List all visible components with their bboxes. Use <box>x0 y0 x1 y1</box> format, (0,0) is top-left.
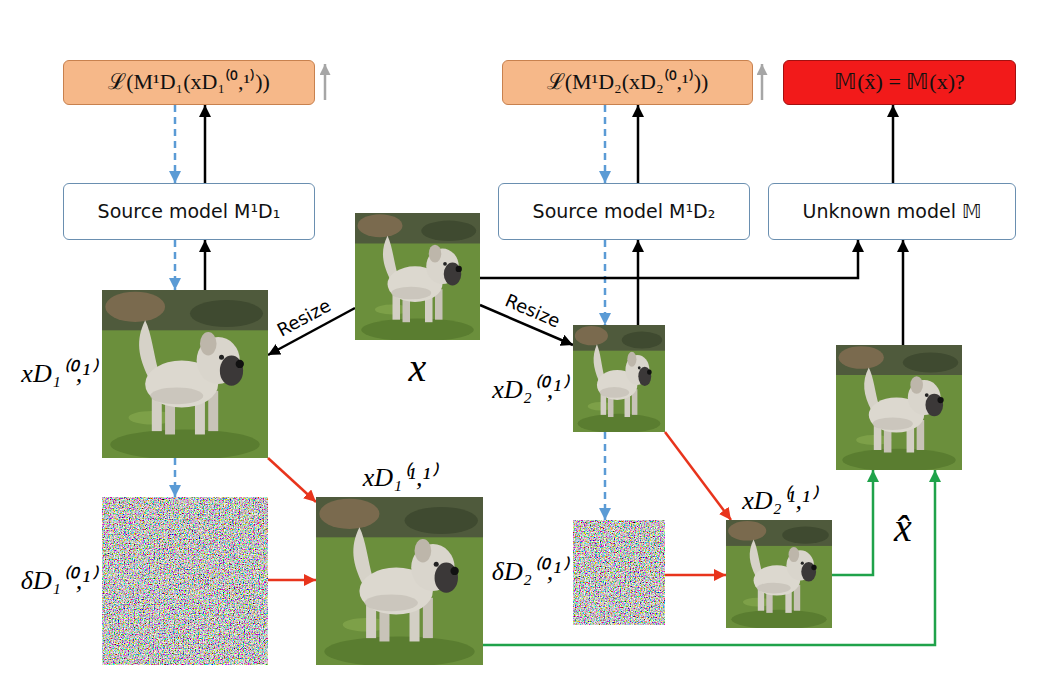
image-label: δD₂⁽⁰,¹⁾ <box>492 558 567 587</box>
model-box: Source model M¹D₂ <box>498 183 750 240</box>
connector <box>604 240 607 325</box>
connector <box>637 105 640 183</box>
connector <box>268 458 316 502</box>
image-label: xD₁⁽⁰,¹⁾ <box>21 360 96 389</box>
loss-box: ℒ(M¹D₂(xD₂⁽⁰,¹⁾)) <box>502 60 753 105</box>
image: x <box>355 213 480 340</box>
noise-pattern <box>573 520 665 625</box>
box-label: ℒ(M¹D₁(xD₁⁽⁰,¹⁾)) <box>108 69 270 95</box>
noise-pattern <box>102 497 268 665</box>
dog-photo <box>836 345 962 470</box>
image-label: δD₁⁽⁰,¹⁾ <box>21 567 96 596</box>
model-box: Unknown model 𝕄 <box>768 183 1016 240</box>
dog-photo <box>573 325 665 432</box>
connector <box>174 458 177 497</box>
connector <box>665 432 731 520</box>
image-label: x <box>409 346 427 390</box>
image-label: xD₂⁽¹,¹⁾ <box>742 487 815 516</box>
check-box: 𝕄(x̂) = 𝕄(x)? <box>783 60 1016 105</box>
connector <box>892 105 895 183</box>
dog-photo <box>836 345 962 470</box>
connector <box>174 240 177 290</box>
image-label: x̂ <box>894 506 912 550</box>
connector <box>268 579 316 582</box>
image-label: xD₁⁽¹,¹⁾ <box>363 464 436 493</box>
image: xD₂⁽⁰,¹⁾ <box>573 325 665 432</box>
dog-photo <box>316 497 483 665</box>
loss-box: ℒ(M¹D₁(xD₁⁽⁰,¹⁾)) <box>63 60 315 105</box>
perturbation-image: δD₂⁽⁰,¹⁾ <box>573 520 665 625</box>
edge-label: Resize <box>500 288 565 332</box>
image: x̂ <box>836 345 962 470</box>
dog-photo <box>355 213 480 340</box>
connector <box>604 105 607 183</box>
box-label: ℒ(M¹D₂(xD₂⁽⁰,¹⁾)) <box>547 69 709 95</box>
image: xD₁⁽⁰,¹⁾ <box>102 290 268 458</box>
increase-arrow <box>324 64 327 100</box>
dog-photo <box>102 290 268 458</box>
box-label: Source model M¹D₂ <box>533 200 716 223</box>
dog-photo <box>355 213 480 340</box>
dog-photo <box>726 520 832 628</box>
noise-pattern <box>573 520 665 625</box>
image-label: xD₂⁽⁰,¹⁾ <box>492 376 567 405</box>
image: xD₁⁽¹,¹⁾ <box>316 497 483 665</box>
dog-photo <box>102 290 268 458</box>
perturbation-image: δD₁⁽⁰,¹⁾ <box>102 497 268 665</box>
connector <box>174 105 177 183</box>
connector <box>832 470 873 575</box>
model-box: Source model M¹D₁ <box>63 183 315 240</box>
box-label: Source model M¹D₁ <box>98 200 281 223</box>
dog-photo <box>316 497 483 665</box>
connector <box>483 470 935 645</box>
box-label: 𝕄(x̂) = 𝕄(x)? <box>834 69 964 95</box>
increase-arrow <box>761 64 764 100</box>
connector <box>480 240 858 278</box>
dog-photo <box>573 325 665 432</box>
connector <box>902 240 905 345</box>
image: xD₂⁽¹,¹⁾ <box>726 520 832 628</box>
edge-label: Resize <box>272 294 336 342</box>
box-label: Unknown model 𝕄 <box>803 200 982 223</box>
noise-pattern <box>102 497 268 665</box>
connector <box>604 432 607 520</box>
dog-photo <box>726 520 832 628</box>
connector <box>204 105 207 183</box>
connector <box>637 240 640 325</box>
connector <box>665 574 726 577</box>
connector <box>204 240 207 290</box>
